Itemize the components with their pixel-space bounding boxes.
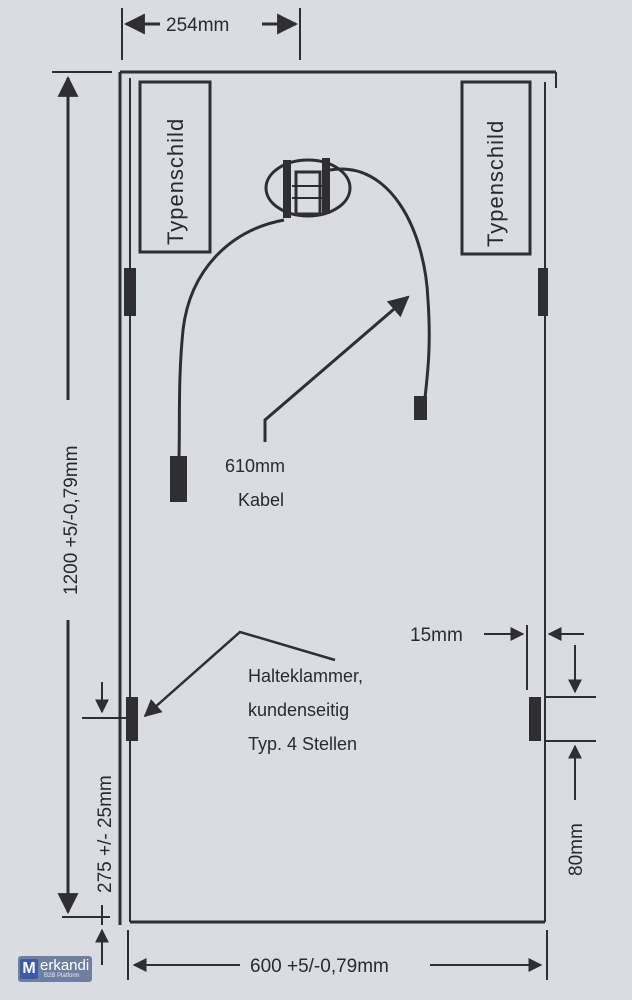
clip-bottom-right: [529, 697, 541, 741]
cable-leader: [263, 295, 410, 442]
panel-outline: [118, 70, 557, 925]
cable-right: [329, 167, 431, 420]
dim-clip-length: 80mm: [546, 645, 596, 876]
cable-type-label: Kabel: [238, 490, 284, 510]
type-plate-right-label: Typenschild: [483, 120, 508, 247]
dim-clip-gap: 15mm: [410, 625, 584, 690]
merkandi-logo-icon: M: [20, 959, 38, 979]
merkandi-watermark: M erkandi B2B Platform: [18, 956, 92, 982]
clip-top-left: [124, 268, 136, 316]
dim-clip-offset-label: 275 +/- 25mm: [95, 775, 116, 893]
dim-clip-length-label: 80mm: [566, 823, 587, 876]
dim-bottom-width-label: 600 +5/-0,79mm: [250, 956, 389, 977]
type-plate-left-label: Typenschild: [163, 118, 188, 245]
clip-note-line1: Halteklammer,: [248, 666, 363, 686]
cable-length-label: 610mm: [225, 456, 285, 476]
dim-top-width-label: 254mm: [166, 15, 229, 36]
dim-top-width: 254mm: [121, 8, 301, 60]
clip-top-right: [538, 268, 548, 316]
clip-bottom-left: [126, 697, 138, 741]
dim-total-height-label: 1200 +5/-0,79mm: [61, 446, 82, 595]
type-plate-right: Typenschild: [460, 80, 532, 256]
merkandi-wordmark: erkandi: [40, 957, 90, 974]
merkandi-tagline: B2B Platform: [44, 973, 80, 979]
dim-clip-gap-label: 15mm: [410, 625, 463, 646]
type-plate-left: Typenschild: [138, 80, 212, 254]
junction-box: [264, 158, 352, 218]
clip-note-line2: kundenseitig: [248, 700, 349, 720]
clip-note-line3: Typ. 4 Stellen: [248, 734, 357, 754]
cable-left: [170, 218, 285, 502]
dim-clip-offset: 275 +/- 25mm: [82, 682, 126, 965]
clip-note-leader: [143, 630, 336, 718]
dim-bottom-width: 600 +5/-0,79mm: [127, 930, 548, 980]
